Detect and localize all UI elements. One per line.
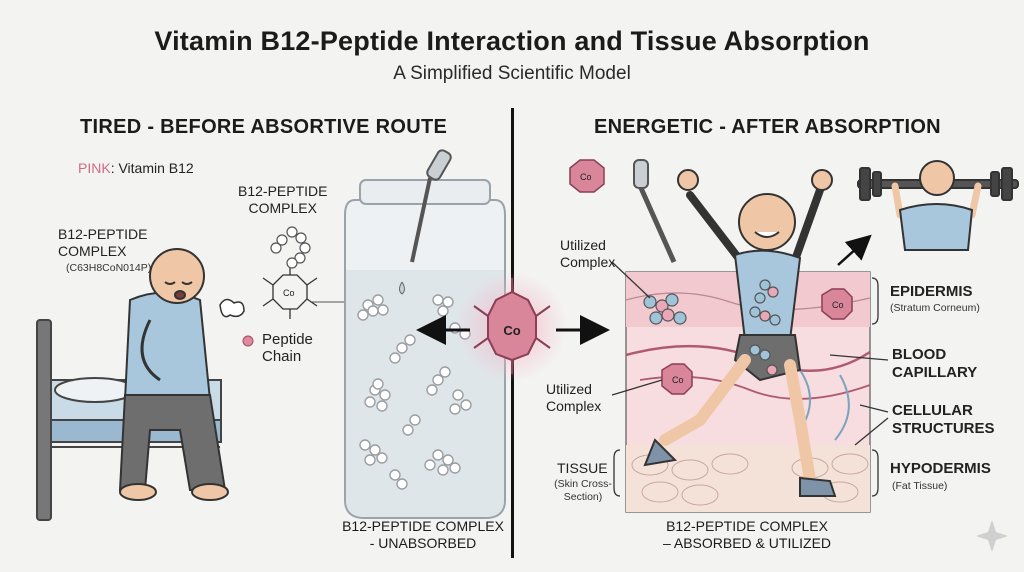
peptide-chain-label: Peptide Chain [262, 331, 313, 365]
epidermis-sublabel: (Stratum Corneum) [890, 302, 980, 314]
dropper-right [633, 159, 677, 264]
left-caption: B12-PEPTIDE COMPLEX - UNABSORBED [342, 518, 504, 551]
diagram-title: Vitamin B12-Peptide Interaction and Tiss… [154, 26, 870, 56]
blood-capillary-label: BLOOD CAPILLARY [892, 346, 978, 381]
unabsorbed-particles [357, 294, 472, 490]
legend-key: PINK [78, 160, 111, 176]
hypodermis-sublabel: (Fat Tissue) [892, 480, 948, 492]
legend-text: : Vitamin B12 [110, 160, 194, 176]
left-panel-heading: TIRED - BEFORE ABSORTIVE ROUTE [80, 116, 448, 138]
dropper-icon [410, 149, 452, 263]
label-brackets [611, 261, 889, 497]
right-panel-heading: ENERGETIC - AFTER ABSORPTION [594, 116, 941, 138]
tired-man [118, 248, 229, 501]
legend: PINK: Vitamin B12 [78, 160, 194, 177]
arrow-up-right [837, 234, 872, 266]
epidermis-label: EPIDERMIS [890, 283, 973, 300]
hypodermis-label: HYPODERMIS [890, 460, 991, 477]
absorbed-particles [643, 293, 687, 325]
formula: (C63H8CoN014P) [66, 262, 152, 274]
svg-text:Co: Co [580, 172, 592, 182]
body-particles [749, 279, 781, 376]
energetic-man [643, 169, 837, 497]
svg-text:Co: Co [283, 288, 295, 298]
complex-label-top: B12-PEPTIDE COMPLEX [238, 183, 328, 216]
cellular-structures-label: CELLULAR STRUCTURES [892, 402, 995, 437]
peptide-beads-small [270, 226, 311, 269]
sparkle-icon [976, 520, 1008, 552]
tissue-label: TISSUE [557, 460, 608, 476]
svg-text:Co: Co [832, 300, 844, 310]
b12-in-tissue [569, 159, 853, 395]
b12-molecule-center [473, 278, 551, 374]
tissue-sublabel: (Skin Cross- Section) [554, 478, 612, 503]
complex-label-side: B12-PEPTIDE COMPLEX [58, 226, 148, 259]
svg-text:Co: Co [672, 375, 684, 385]
weightlifter [891, 160, 982, 251]
diagram-subtitle: A Simplified Scientific Model [393, 63, 631, 84]
utilized-complex-mid: Utilized Complex [546, 381, 602, 414]
utilized-complex-top: Utilized Complex [560, 237, 616, 270]
right-caption: B12-PEPTIDE COMPLEX – ABSORBED & UTILIZE… [662, 518, 832, 551]
cobalt-label: Co [503, 323, 521, 338]
